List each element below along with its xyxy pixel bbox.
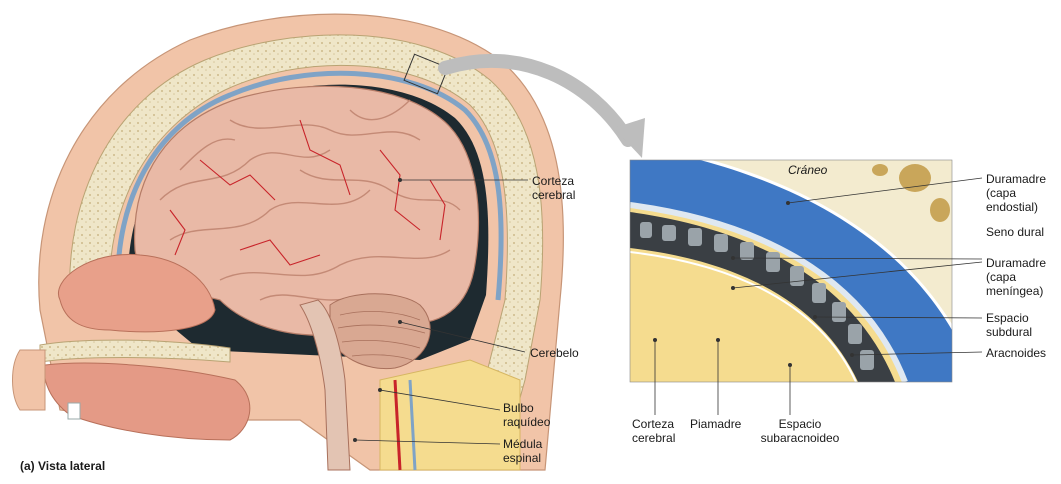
meninges-inset (630, 160, 952, 382)
label-craneo: Cráneo (788, 163, 827, 177)
label-corteza-cerebral: Corteza cerebral (532, 174, 575, 202)
label-cerebelo: Cerebelo (530, 346, 579, 360)
label-corteza-cerebral-inset: Corteza cerebral (632, 417, 675, 445)
neck-tissue (380, 360, 520, 470)
lips (13, 350, 46, 410)
label-piamadre: Piamadre (690, 417, 741, 431)
tooth (68, 403, 80, 419)
label-duramadre-meningea: Duramadre (capa meníngea) (986, 256, 1046, 298)
label-medula-espinal: Médula espinal (503, 437, 542, 465)
label-aracnoides: Aracnoides (986, 346, 1046, 360)
label-duramadre-endostial: Duramadre (capa endostial) (986, 172, 1046, 214)
label-bulbo-raquideo: Bulbo raquídeo (503, 401, 550, 429)
label-espacio-subdural: Espacio subdural (986, 311, 1032, 339)
label-seno-dural: Seno dural (986, 225, 1044, 239)
figure-caption: (a) Vista lateral (20, 459, 105, 473)
label-espacio-subaracnoideo: Espacio subaracnoideo (755, 417, 845, 445)
